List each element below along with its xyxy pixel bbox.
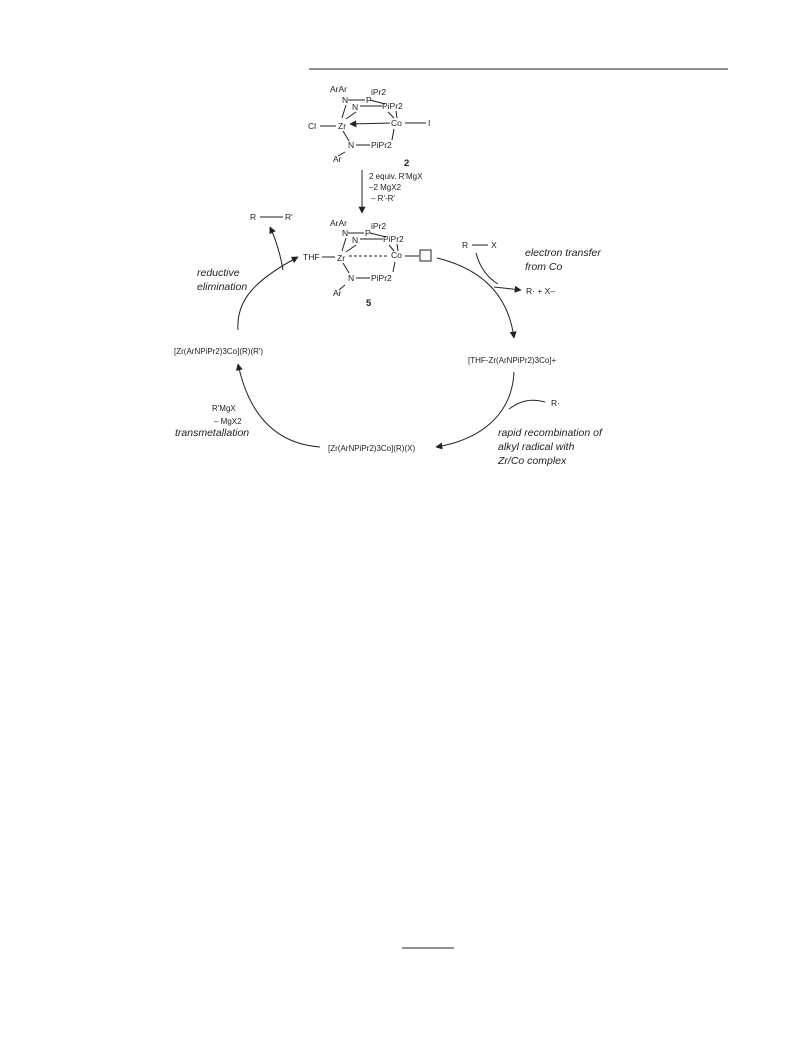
c2-zr: Zr [338, 121, 346, 131]
product-release-arrow [269, 226, 284, 271]
electron-transfer-arrow [436, 257, 517, 339]
reagent-line-1: 2 equiv. R'MgX [369, 172, 423, 181]
c2-p-top: P [366, 95, 372, 105]
recombination-arrow [435, 371, 515, 450]
c2-ar-top: ArAr [330, 84, 347, 94]
reagent-line-3: – R'-R' [371, 194, 395, 203]
c5-thf: THF [303, 252, 320, 262]
c5-co: Co [391, 250, 402, 260]
bottom-complex: [Zr(ArNPiPr2)3Co](R)(X) [328, 444, 415, 453]
reductive-elimination-arrow [237, 256, 299, 331]
c2-number: 2 [404, 158, 409, 169]
rapid-label-1: rapid recombination of [498, 427, 603, 439]
radical-in-curve [508, 399, 546, 410]
c5-n-low: N [348, 273, 354, 283]
c2-co: Co [391, 118, 402, 128]
c2-pipr2-low: PiPr2 [371, 140, 392, 150]
c2-i: I [428, 118, 430, 128]
c5-ar-top: ArAr [330, 218, 347, 228]
substrate-x: X [491, 240, 497, 250]
rmgx-label: R'MgX [212, 404, 236, 413]
radical-products: R· + X– [526, 286, 555, 296]
complex-5-structure: ArAr iPr2 N P N PiPr2 THF Zr Co N PiPr2 … [303, 218, 432, 309]
transmetallation-label: transmetallation [175, 427, 249, 439]
c2-ar-low: Ar [333, 154, 342, 164]
transmetallation-arrow [235, 363, 321, 448]
rapid-label-3: Zr/Co complex [497, 455, 567, 467]
c2-n-mid: N [352, 102, 358, 112]
c2-pipr2-mid: PiPr2 [382, 101, 403, 111]
c5-ipr2-top: iPr2 [371, 221, 386, 231]
reagent-line-2: –2 MgX2 [369, 183, 402, 192]
c5-pipr2-mid: PiPr2 [383, 234, 404, 244]
vacant-site-box [419, 249, 432, 262]
cation-intermediate: [THF-Zr(ArNPiPr2)3Co]+ [468, 356, 557, 365]
substrate-r: R [462, 240, 468, 250]
radical-in: R· [551, 398, 560, 408]
c5-p-top: P [365, 228, 371, 238]
electron-transfer-label-1: electron transfer [525, 247, 601, 259]
mgx2-label: – MgX2 [214, 417, 242, 426]
c5-number: 5 [366, 298, 372, 309]
reductive-label-1: reductive [197, 267, 240, 279]
c5-ar-low: Ar [333, 288, 342, 298]
product-rprime: R' [285, 212, 293, 222]
c2-cl: Cl [308, 121, 316, 131]
radical-out-arrow [493, 285, 522, 293]
complex-2-structure: ArAr iPr2 N P N PiPr2 Cl Zr Co I N PiPr2… [308, 84, 430, 169]
c2-n-low: N [348, 140, 354, 150]
c5-n-mid: N [352, 235, 358, 245]
reductive-label-2: elimination [197, 281, 247, 293]
c2-n-upper: N [342, 95, 348, 105]
left-complex: [Zr(ArNPiPr2)3Co](R)(R') [174, 347, 263, 356]
product-r: R [250, 212, 256, 222]
c2-ipr2-top: iPr2 [371, 87, 386, 97]
c5-pipr2-low: PiPr2 [371, 273, 392, 283]
rapid-label-2: alkyl radical with [498, 441, 575, 453]
substrate-in-curve [475, 252, 499, 285]
c5-zr: Zr [337, 253, 345, 263]
electron-transfer-label-2: from Co [525, 261, 563, 273]
c5-n-upper: N [342, 228, 348, 238]
